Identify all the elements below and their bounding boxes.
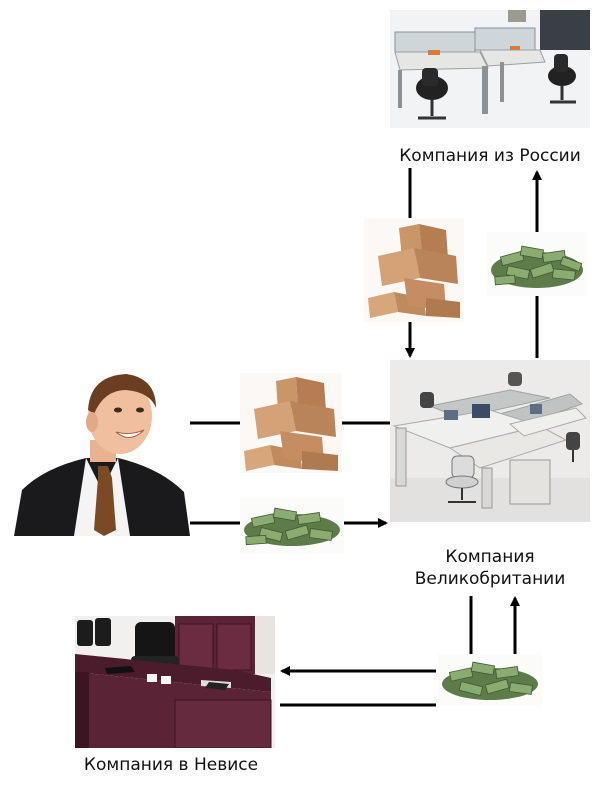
goods-image-middle [240,373,342,473]
money-stack-icon [240,498,344,554]
office-workstations-icon [390,360,590,522]
office-cubicles-icon [390,10,590,128]
uk-company-label-line2: Великобритании [400,568,580,590]
nevis-company-label: Компания в Невисе [66,754,276,776]
russia-company-label: Компания из России [385,145,595,167]
money-image-middle [240,498,344,554]
money-image-top [487,232,587,296]
money-image-bottom [438,654,542,706]
russia-office-image [390,10,590,128]
cardboard-boxes-icon [364,218,464,322]
goods-image-top [364,218,464,322]
uk-office-image [390,360,590,522]
cardboard-boxes-icon [240,373,342,473]
businessman-icon [14,370,190,536]
uk-company-label-line1: Компания [400,546,580,568]
person-image [14,370,190,536]
executive-office-icon [75,616,275,748]
money-stack-icon [438,654,542,706]
nevis-office-image [75,616,275,748]
money-stack-icon [487,232,587,296]
